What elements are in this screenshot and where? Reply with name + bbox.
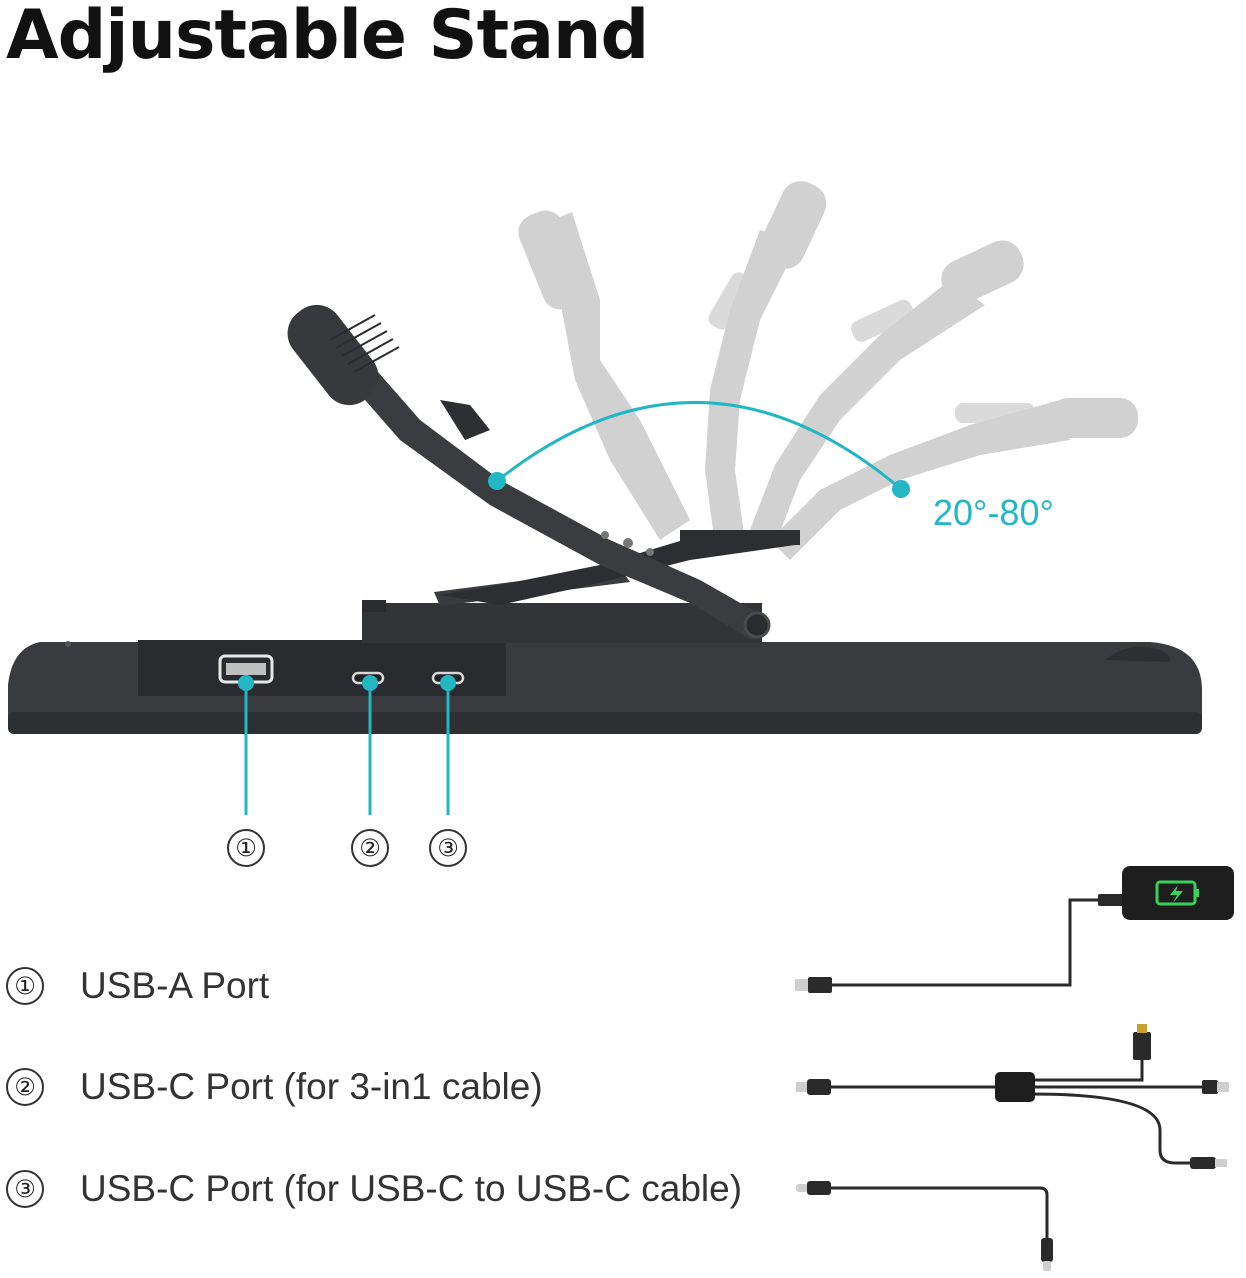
- tablet-stand: [287, 304, 800, 643]
- angle-range-label: 20°-80°: [933, 492, 1054, 533]
- ghost-stand-positions: [518, 181, 1138, 560]
- page-title: Adjustable Stand: [6, 0, 649, 75]
- usb-c-cable: [830, 1186, 1049, 1240]
- usb-a-cable: [830, 898, 1100, 987]
- legend-marker: ①: [6, 967, 44, 1005]
- legend-label: USB-A Port: [80, 965, 270, 1006]
- phone-charging-icon: [1122, 866, 1234, 920]
- legend-label: USB-C Port (for 3-in1 cable): [80, 1066, 543, 1107]
- angle-indicator: [488, 401, 910, 498]
- callout-lines: [244, 683, 450, 815]
- legend-label: USB-C Port (for USB-C to USB-C cable): [80, 1168, 743, 1209]
- callout-number-2: ②: [351, 829, 389, 867]
- callout-number-3: ③: [429, 829, 467, 867]
- tablet-base: [8, 640, 1202, 734]
- three-in-one-cable: [830, 1060, 1205, 1165]
- legend-marker: ②: [6, 1068, 44, 1106]
- callout-number-1: ①: [227, 829, 265, 867]
- legend-marker: ③: [6, 1170, 44, 1208]
